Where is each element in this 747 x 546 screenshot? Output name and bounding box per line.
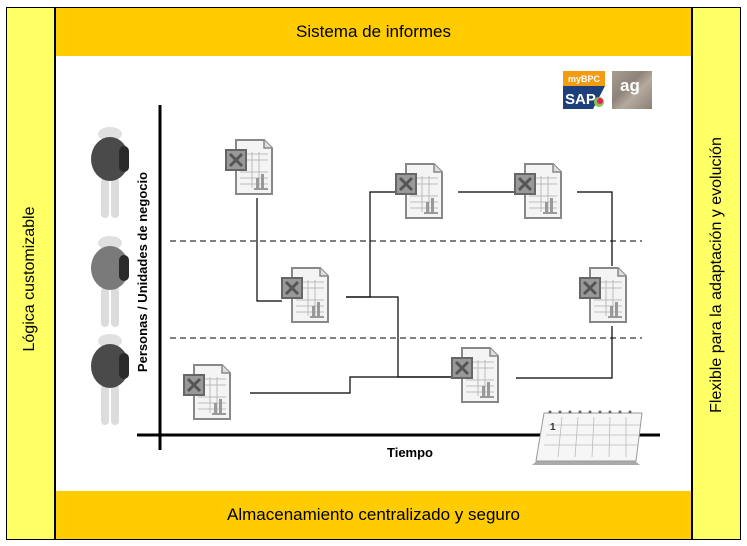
footer-title: Almacenamiento centralizado y seguro bbox=[227, 505, 520, 524]
mybpc-text: myBPC bbox=[568, 74, 601, 84]
excel-report-icon bbox=[224, 138, 274, 196]
sap-mybpc-logo: myBPC SAP bbox=[563, 71, 605, 109]
excel-report-icon bbox=[182, 363, 232, 421]
connectors bbox=[250, 191, 613, 394]
person-icon bbox=[91, 236, 129, 327]
excel-report-icon bbox=[280, 266, 330, 324]
person-icon bbox=[91, 334, 129, 425]
ag-logo: ag bbox=[612, 71, 652, 109]
right-panel: Flexible para la adaptación y evolución bbox=[692, 7, 741, 540]
sap-text: SAP bbox=[565, 91, 596, 108]
y-axis-label: Personas / Unidades de negocio bbox=[135, 172, 150, 372]
left-panel: Lógica customizable bbox=[6, 7, 55, 540]
x-axis-label: Tiempo bbox=[387, 445, 433, 460]
calendar-day: 1 bbox=[550, 422, 556, 433]
ag-text: ag bbox=[620, 76, 640, 95]
excel-report-icon bbox=[578, 266, 628, 324]
footer-band: Almacenamiento centralizado y seguro bbox=[55, 490, 692, 540]
excel-report-icon bbox=[513, 162, 563, 220]
calendar-icon: 1 bbox=[532, 410, 643, 465]
excel-report-icon bbox=[450, 346, 500, 404]
excel-report-icon bbox=[394, 162, 444, 220]
person-icon bbox=[91, 127, 129, 218]
header-title: Sistema de informes bbox=[296, 22, 451, 41]
